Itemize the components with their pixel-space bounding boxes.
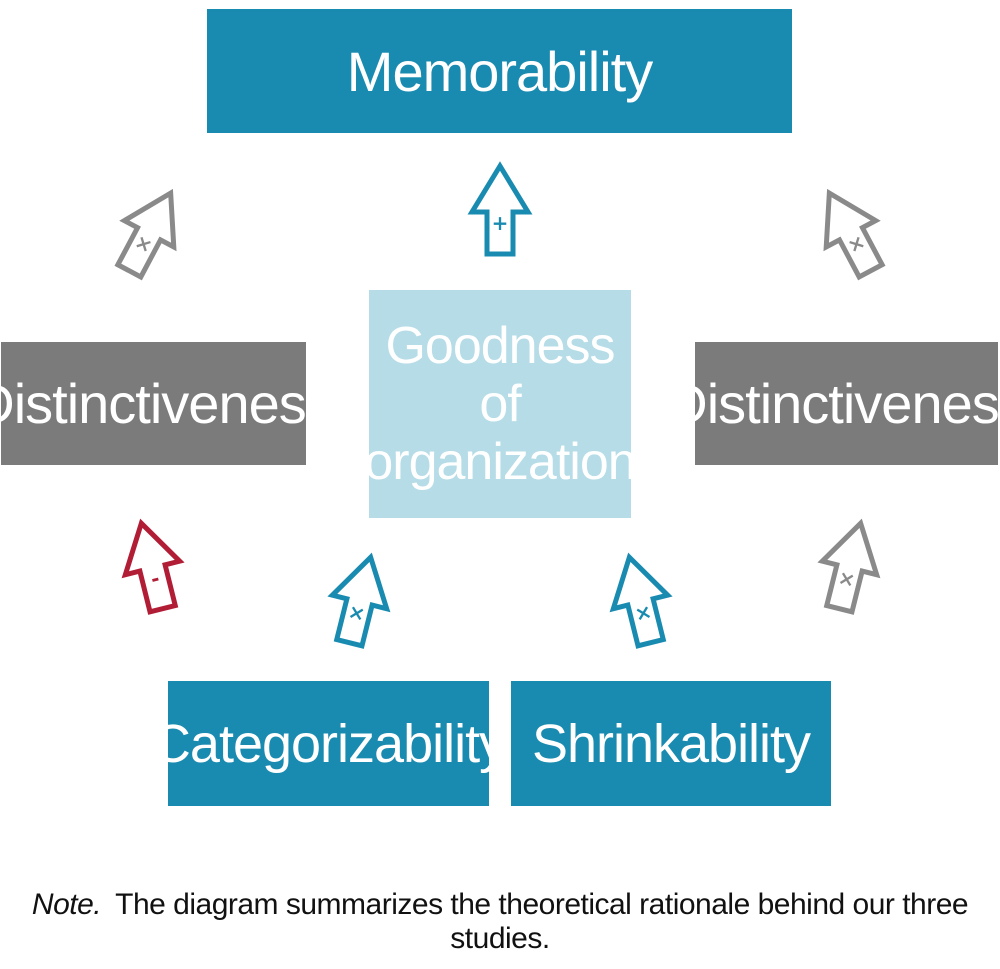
categorizability-label: Categorizability [151,713,506,774]
shrinkability-label: Shrinkability [531,713,811,774]
memorability-label: Memorability [346,39,653,103]
arrow-shrinkability-to-distinctiveness-right: × [817,518,881,615]
goodness-of-organization-box: Goodness of organization [364,290,637,518]
arrow-goodness-to-memorability: + [467,161,533,257]
distinctiveness-right-box: Distinctiveness [667,342,1000,465]
distinctiveness-right-label: Distinctiveness [667,372,1000,435]
note-label: Note. [31,888,102,921]
arrow-shrinkability-to-goodness: × [609,552,673,649]
distinctiveness-left-label: Distinctiveness [0,372,334,435]
categorizability-box: Categorizability [152,681,506,806]
arrow-distinctiveness-right-to-memorability: × [823,188,886,281]
memorability-box: Memorability [207,9,792,133]
cross-sign: × [836,565,858,592]
cross-sign: × [346,599,368,626]
goodness-of-organization-label: Goodness of organization [364,316,636,492]
arrow-distinctiveness-left-to-memorability: × [114,188,177,281]
shrinkability-box: Shrinkability [511,681,831,806]
cross-sign: × [632,599,654,626]
arrow-categorizability-to-goodness: × [327,552,391,649]
distinctiveness-left-box: Distinctiveness [0,342,334,465]
note-text: The diagram summarizes the theoretical r… [115,888,969,955]
arrow-categorizability-to-distinctiveness-left: - [121,518,185,615]
plus-sign: + [492,211,509,235]
figure-note: Note. The diagram summarizes the theoreti… [0,888,1000,956]
